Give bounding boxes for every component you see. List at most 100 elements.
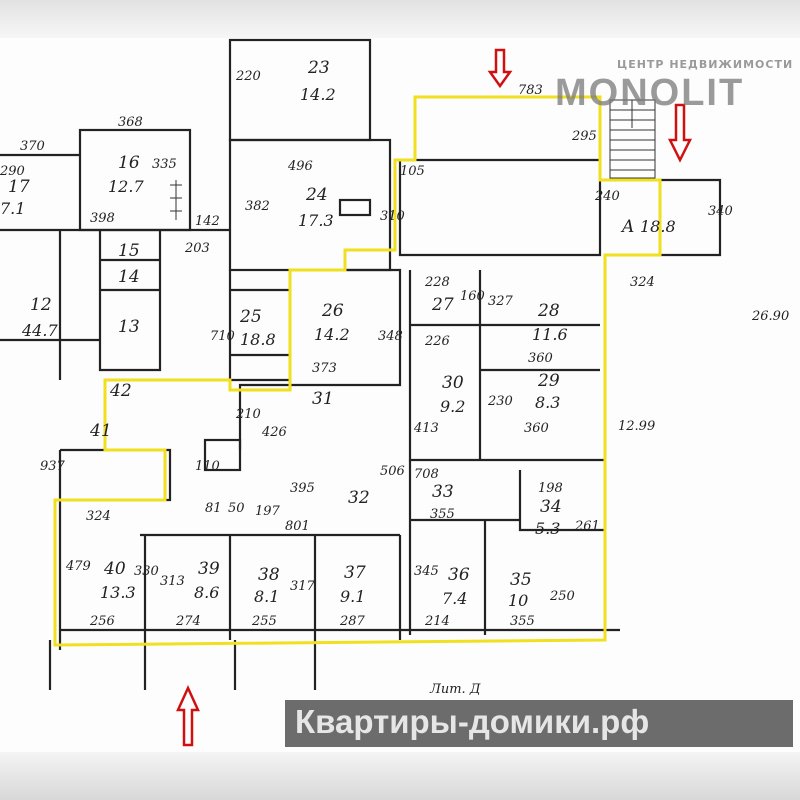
room-number: 39: [198, 559, 220, 579]
dimension: 250: [549, 589, 575, 604]
dimension: 355: [510, 614, 535, 629]
dimension: 220: [235, 69, 261, 84]
room-area: 8.3: [535, 393, 560, 412]
dimension: 324: [86, 509, 111, 524]
dimension: 395: [290, 481, 315, 496]
dimension: 382: [245, 199, 270, 214]
dimension: 313: [160, 574, 185, 589]
dimension: 345: [414, 564, 439, 579]
dimension: 274: [175, 614, 201, 629]
dimension: 110: [195, 459, 220, 474]
dimension: 710: [210, 329, 235, 344]
dimension: 348: [378, 329, 403, 344]
room-area: 12.7: [108, 177, 144, 196]
dimension: 142: [195, 214, 220, 229]
dimension: 496: [287, 159, 313, 174]
room-area: 17.3: [298, 211, 334, 230]
room-number: 30: [442, 373, 464, 393]
room-area: 10: [508, 591, 528, 610]
dimension: 398: [90, 211, 115, 226]
arrow-up-icon: [176, 684, 200, 747]
room-number: 12: [30, 295, 52, 315]
room-area: 14.2: [314, 325, 350, 344]
dimension: 198: [538, 481, 563, 496]
room-number: 28: [537, 301, 560, 321]
dimension: 324: [630, 275, 655, 290]
room-number: 23: [307, 58, 330, 78]
dimension: 203: [184, 241, 210, 256]
dimension: 937: [40, 459, 66, 474]
room-number: 15: [118, 241, 140, 261]
dimension-labels: 368 370 290 496 382 335 398 203 142 105 …: [0, 69, 789, 697]
dimension: 783: [518, 83, 543, 98]
room-area: 13.3: [100, 583, 136, 602]
room-area: 8.1: [254, 587, 279, 606]
room-number: 31: [312, 389, 334, 409]
room-area: 44.7: [21, 321, 58, 340]
room-number: 35: [510, 570, 532, 590]
dimension: 355: [430, 507, 455, 522]
room-area: 9.1: [340, 587, 365, 606]
dimension: 373: [312, 361, 337, 376]
dimension: 50: [228, 501, 245, 516]
room-number: 40: [103, 559, 126, 579]
room-area: 11.6: [532, 325, 568, 344]
dimension: 240: [594, 189, 620, 204]
dimension: 335: [152, 157, 177, 172]
dimension: 228: [424, 275, 450, 290]
dimension: 287: [339, 614, 366, 629]
room-number: 41: [89, 421, 112, 441]
room-number: 26: [321, 301, 344, 321]
bottom-blur: [0, 752, 800, 800]
room-number: 27: [431, 295, 454, 315]
room-area: 18.8: [640, 217, 676, 236]
room-area: 9.2: [440, 397, 465, 416]
dimension: 506: [380, 464, 405, 479]
room-number: 13: [118, 317, 140, 337]
dimension: 801: [285, 519, 310, 534]
room-number: 29: [537, 371, 560, 391]
room-number: 36: [448, 565, 470, 585]
logo-subtitle: ЦЕНТР НЕДВИЖИМОСТИ: [617, 58, 794, 71]
dimension: 413: [413, 421, 439, 436]
room-number: 34: [540, 497, 562, 517]
room-area: 7.4: [442, 589, 467, 608]
room-number: 16: [118, 153, 140, 173]
monolit-logo: ЦЕНТР НЕДВИЖИМОСТИ MONOLIT: [555, 52, 800, 114]
room-number: 33: [432, 482, 454, 502]
dimension: 214: [424, 614, 450, 629]
dimension: 370: [20, 139, 45, 154]
room-number: 25: [239, 307, 262, 327]
dimension: 26.90: [751, 309, 789, 324]
stairs: [170, 99, 656, 220]
dimension: 160: [460, 289, 485, 304]
room-area: 5.3: [535, 519, 560, 538]
dimension: 230: [487, 394, 513, 409]
dimension: 81: [205, 501, 222, 516]
watermark-banner: Квартиры-домики.рф: [285, 700, 793, 747]
dimension: 317: [290, 579, 316, 594]
dimension: 226: [424, 334, 450, 349]
dimension: 105: [400, 164, 425, 179]
arrow-down-icon: [667, 103, 693, 163]
dimension: 340: [708, 204, 733, 219]
watermark-text: Квартиры-домики.рф: [295, 703, 650, 740]
entrance-arrows: [176, 48, 693, 747]
dimension: 255: [251, 614, 277, 629]
handwritten-note: Лит. Д: [429, 682, 481, 697]
room-number: A: [620, 217, 634, 237]
dimension: 12.99: [618, 419, 655, 434]
arrow-down-icon: [487, 48, 513, 89]
room-number: 37: [344, 563, 366, 583]
room-area: 14.2: [300, 85, 336, 104]
dimension: 290: [0, 164, 25, 179]
room-number: 24: [305, 185, 328, 205]
room-area: 8.6: [194, 583, 219, 602]
logo-name: MONOLIT: [555, 72, 745, 114]
dimension: 310: [380, 209, 405, 224]
room-number: 17: [8, 177, 30, 197]
dimension: 360: [528, 351, 553, 366]
dimension: 330: [134, 564, 159, 579]
